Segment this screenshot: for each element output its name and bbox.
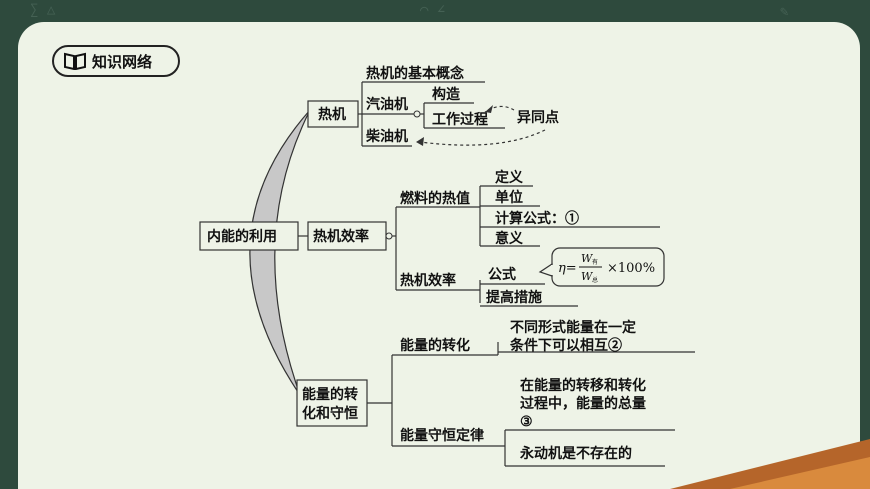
heat-engine-box	[307, 100, 359, 128]
conservation-label-1: 能量的转	[302, 386, 358, 403]
conservation-law: 能量守恒定律	[400, 427, 484, 444]
basic-concept: 热机的基本概念	[366, 65, 465, 82]
content-card	[18, 22, 860, 489]
unit: 单位	[495, 189, 523, 206]
formula-blank-1: 计算公式：①	[495, 210, 579, 227]
conversion-desc-1: 不同形式能量在一定	[510, 319, 636, 336]
eta-symbol: η=	[558, 261, 577, 276]
section-title: 知识网络	[92, 52, 153, 71]
book-icon	[64, 52, 86, 70]
conservation-box	[296, 379, 368, 427]
w-useful-sub: 有	[592, 258, 598, 266]
meaning: 意义	[495, 230, 523, 247]
energy-conversion: 能量的转化	[400, 337, 470, 354]
efficiency-box	[307, 221, 387, 251]
conservation-label-2: 化和守恒	[302, 405, 358, 422]
engine-efficiency: 热机效率	[400, 272, 456, 289]
law-desc-3: ③	[520, 414, 533, 430]
wood-desk-decoration	[670, 439, 870, 489]
chalk-doodle: ⌒ ∠	[420, 2, 446, 18]
conversion-desc-2: 条件下可以相互②	[509, 337, 622, 354]
dashed-arrow-to-diesel	[419, 129, 546, 146]
root-node-box	[199, 221, 299, 251]
formula-label: 公式	[488, 266, 516, 283]
w-total-sub: 总	[592, 276, 598, 284]
brace-shape	[249, 109, 311, 396]
law-desc-2: 过程中，能量的总量	[520, 395, 646, 412]
dashed-arrow-to-process	[484, 105, 515, 113]
w-useful: W	[581, 252, 594, 265]
working-process: 工作过程	[432, 111, 488, 128]
diesel-engine: 柴油机	[365, 128, 408, 145]
heat-value: 燃料的热值	[400, 190, 470, 207]
w-total: W	[581, 270, 594, 283]
definition: 定义	[495, 169, 523, 186]
times-100-percent: ×100%	[607, 261, 655, 276]
root-node: 内能的利用	[207, 228, 277, 245]
perpetual-motion: 永动机是不存在的	[519, 445, 632, 462]
chalk-doodle: ∑ △	[30, 2, 56, 18]
law-desc-1: 在能量的转移和转化	[520, 377, 646, 394]
structure: 构造	[432, 86, 460, 103]
similarities-differences: 异同点	[517, 109, 559, 126]
chalk-doodle: ✎	[780, 4, 789, 20]
heat-engine-label: 热机	[318, 106, 346, 123]
improvement-measures: 提高措施	[486, 289, 542, 306]
efficiency-label: 热机效率	[313, 228, 369, 245]
section-header-pill: 知识网络	[52, 45, 180, 77]
gasoline-engine: 汽油机	[366, 96, 408, 113]
